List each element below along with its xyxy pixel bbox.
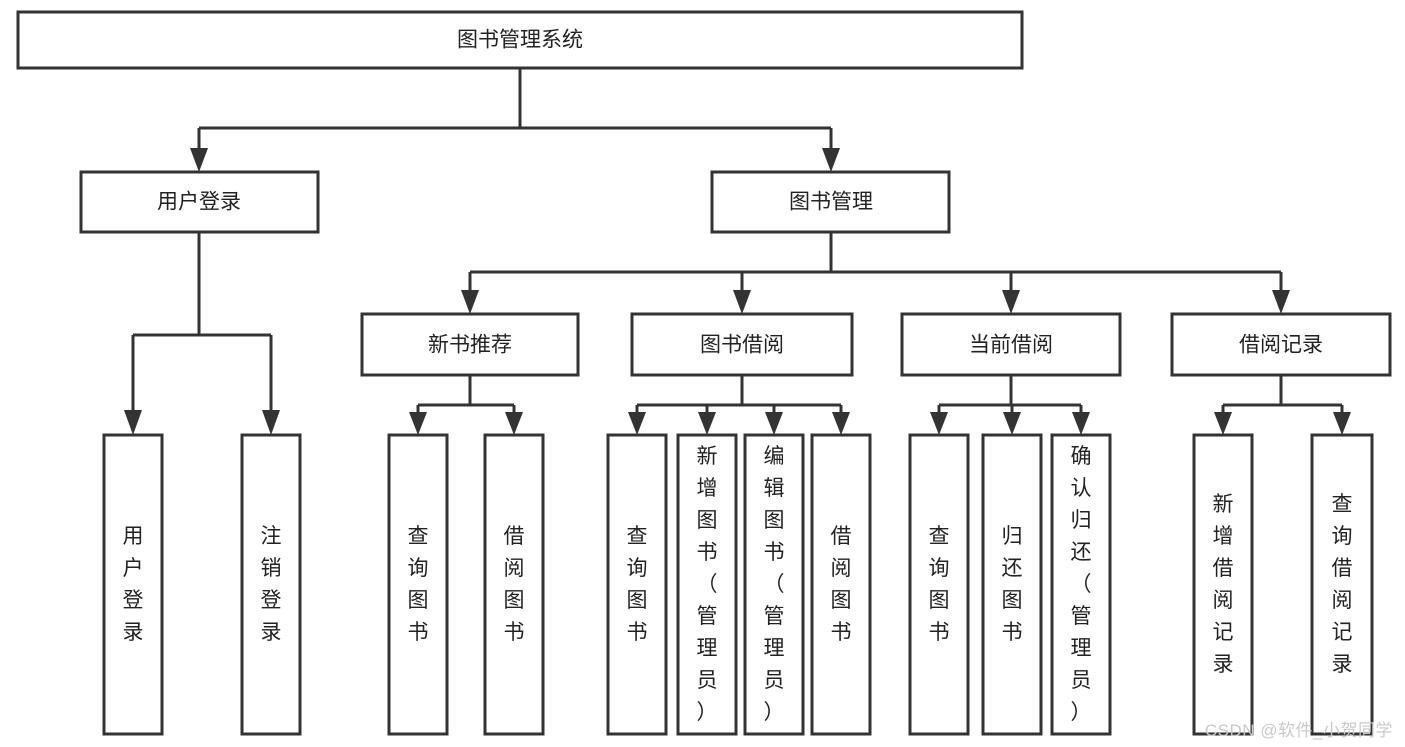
node-leaf-add-record[interactable]: 新增借阅记录	[1192, 433, 1254, 736]
node-leaf-confirm-return-box[interactable]	[1050, 433, 1112, 736]
node-leaf-query-book-cur[interactable]: 查询图书	[908, 433, 970, 736]
node-leaf-borrow-book-label: 借阅图书	[831, 525, 852, 644]
arrow-head-leaf-return-book	[1003, 412, 1021, 435]
node-current-borrow-box[interactable]	[900, 312, 1122, 377]
connector-group-new-book-recommend	[409, 375, 523, 435]
node-leaf-query-record-box[interactable]	[1310, 433, 1374, 736]
node-leaf-query-record-label: 查询借阅记录	[1332, 493, 1353, 676]
node-leaf-borrow-book-rec[interactable]: 借阅图书	[483, 433, 545, 736]
node-leaf-borrow-book[interactable]: 借阅图书	[810, 433, 872, 736]
node-book-manage-box[interactable]	[710, 170, 951, 234]
node-leaf-return-book-label: 归还图书	[1002, 525, 1023, 644]
node-leaf-add-book-label: 新增图书（管理员）	[697, 445, 718, 724]
node-new-book-recommend[interactable]: 新书推荐	[360, 312, 580, 377]
connector-group-current-borrow	[930, 375, 1090, 435]
node-user-login-label: 用户登录	[157, 191, 241, 214]
node-leaf-logout[interactable]: 注销登录	[240, 433, 302, 736]
node-book-manage-label: 图书管理	[789, 191, 873, 214]
node-root[interactable]: 图书管理系统	[16, 10, 1024, 70]
node-leaf-user-login-box[interactable]	[102, 433, 164, 736]
node-user-login[interactable]: 用户登录	[79, 170, 320, 234]
node-leaf-borrow-book-box[interactable]	[810, 433, 872, 736]
node-leaf-logout-label: 注销登录	[261, 525, 282, 644]
node-leaf-confirm-return-label: 确认归还（管理员）	[1071, 445, 1092, 724]
node-leaf-edit-book-label: 编辑图书（管理员）	[764, 445, 785, 724]
node-leaf-query-book-cur-label: 查询图书	[929, 525, 950, 644]
node-leaf-edit-book[interactable]: 编辑图书（管理员）	[743, 433, 805, 736]
connector-group-book-manage	[461, 232, 1290, 314]
arrow-head-book-borrow	[733, 290, 751, 314]
arrow-head-leaf-add-record	[1214, 412, 1232, 435]
node-leaf-add-book-box[interactable]	[676, 433, 738, 736]
node-borrow-record-label: 借阅记录	[1239, 334, 1323, 357]
arrow-head-leaf-edit-book	[765, 412, 783, 435]
arrow-head-book-manage	[822, 148, 840, 172]
node-leaf-borrow-book-rec-box[interactable]	[483, 433, 545, 736]
arrow-head-leaf-confirm-return	[1072, 412, 1090, 435]
arrow-head-leaf-query-book-borrow	[628, 412, 646, 435]
node-leaf-query-record[interactable]: 查询借阅记录	[1310, 433, 1374, 736]
node-leaf-add-book[interactable]: 新增图书（管理员）	[676, 433, 738, 736]
arrow-head-leaf-borrow-book	[832, 412, 850, 435]
node-new-book-recommend-label: 新书推荐	[428, 334, 512, 357]
arrow-head-leaf-user-login	[124, 410, 142, 435]
node-current-borrow[interactable]: 当前借阅	[900, 312, 1122, 377]
node-book-borrow[interactable]: 图书借阅	[630, 312, 854, 377]
arrow-head-leaf-query-record	[1333, 412, 1351, 435]
arrow-head-borrow-record	[1272, 290, 1290, 314]
node-leaf-add-record-box[interactable]	[1192, 433, 1254, 736]
node-leaf-query-book-borrow-label: 查询图书	[627, 525, 648, 644]
node-leaf-add-record-label: 新增借阅记录	[1213, 493, 1234, 676]
arrow-head-current-borrow	[1002, 290, 1020, 314]
node-leaf-user-login[interactable]: 用户登录	[102, 433, 164, 736]
node-leaf-return-book[interactable]: 归还图书	[981, 433, 1043, 736]
node-borrow-record-box[interactable]	[1170, 312, 1392, 377]
connector-group-book-borrow	[628, 375, 850, 435]
node-leaf-user-login-label: 用户登录	[123, 525, 144, 644]
connector-group-user-login	[124, 232, 280, 435]
node-leaf-query-book-borrow[interactable]: 查询图书	[606, 433, 668, 736]
arrow-head-user-login	[190, 148, 208, 172]
node-root-label: 图书管理系统	[457, 29, 583, 52]
node-leaf-return-book-box[interactable]	[981, 433, 1043, 736]
node-leaf-logout-box[interactable]	[240, 433, 302, 736]
arrow-head-new-book-recommend	[461, 290, 479, 314]
connector-group-root	[190, 68, 840, 172]
node-leaf-query-book-rec-box[interactable]	[387, 433, 449, 736]
arrow-head-leaf-query-book-cur	[930, 412, 948, 435]
node-borrow-record[interactable]: 借阅记录	[1170, 312, 1392, 377]
arrow-head-leaf-borrow-book-rec	[505, 412, 523, 435]
arrow-head-leaf-logout	[262, 410, 280, 435]
node-leaf-query-book-cur-box[interactable]	[908, 433, 970, 736]
node-leaf-query-book-rec-label: 查询图书	[408, 525, 429, 644]
node-leaf-query-book-borrow-box[interactable]	[606, 433, 668, 736]
connector-group-borrow-record	[1214, 375, 1351, 435]
node-leaf-query-book-rec[interactable]: 查询图书	[387, 433, 449, 736]
node-book-borrow-label: 图书借阅	[700, 334, 784, 357]
node-leaf-confirm-return[interactable]: 确认归还（管理员）	[1050, 433, 1112, 736]
arrow-head-leaf-add-book	[698, 412, 716, 435]
node-user-login-box[interactable]	[79, 170, 320, 234]
node-book-manage[interactable]: 图书管理	[710, 170, 951, 234]
node-book-borrow-box[interactable]	[630, 312, 854, 377]
node-root-box[interactable]	[16, 10, 1024, 70]
node-new-book-recommend-box[interactable]	[360, 312, 580, 377]
node-current-borrow-label: 当前借阅	[969, 334, 1053, 357]
arrow-head-leaf-query-book-rec	[409, 412, 427, 435]
node-leaf-borrow-book-rec-label: 借阅图书	[504, 525, 525, 644]
node-leaf-edit-book-box[interactable]	[743, 433, 805, 736]
